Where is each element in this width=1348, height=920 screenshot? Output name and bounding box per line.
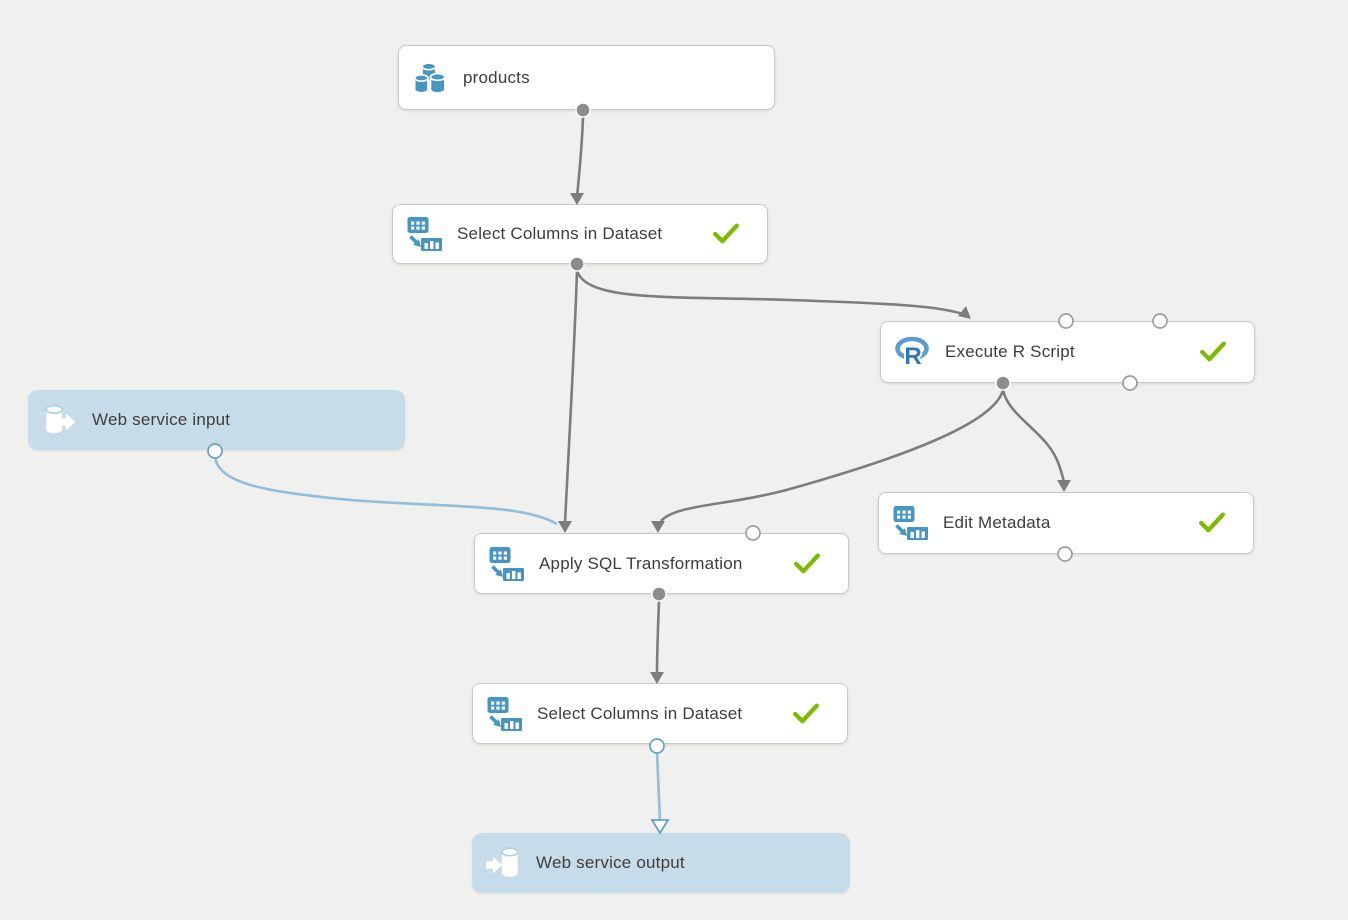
node-label: Web service output [536,853,685,872]
status-check-icon [791,702,821,726]
transform-icon [406,215,444,253]
node-select-columns-1[interactable]: Select Columns in Dataset [392,204,768,264]
node-apply-sql[interactable]: Apply SQL Transformation [474,533,849,594]
status-check-icon [792,552,822,576]
node-label: Select Columns in Dataset [457,224,663,243]
connection-line[interactable] [575,270,964,316]
status-check-icon [1197,511,1227,535]
node-label: Execute R Script [945,342,1075,361]
arrowhead-hollow [650,819,670,835]
connection-line[interactable] [655,600,661,677]
connection-line[interactable] [575,116,585,198]
node-web-service-output[interactable]: Web service output [472,833,850,893]
node-web-service-input[interactable]: Web service input [28,390,405,450]
arrowhead [958,306,971,319]
connection-line[interactable] [563,270,579,524]
node-label: Apply SQL Transformation [539,553,743,573]
node-execute-r-script[interactable]: R Execute R Script [880,321,1255,383]
status-check-icon [711,222,741,246]
transform-icon [486,695,524,733]
arrowhead [651,521,665,533]
connection-line[interactable] [213,456,558,526]
status-check-icon [1198,340,1228,364]
connection-line[interactable] [1001,389,1066,486]
arrowhead [558,521,572,533]
web-input-icon [41,401,79,439]
node-label: Edit Metadata [943,513,1051,532]
arrowhead [1057,480,1071,492]
node-select-columns-2[interactable]: Select Columns in Dataset [472,683,848,744]
web-output-icon [485,844,523,882]
node-label: Select Columns in Dataset [537,703,743,723]
dataset-icon [412,59,450,97]
transform-icon [892,504,930,542]
node-label: Web service input [92,410,231,429]
node-products[interactable]: products [398,45,775,110]
svg-text:R: R [904,343,921,369]
transform-icon [488,545,526,583]
connection-line[interactable] [655,750,662,823]
node-label: products [463,67,530,87]
r-script-icon: R [894,333,932,371]
node-edit-metadata[interactable]: Edit Metadata [878,492,1254,554]
